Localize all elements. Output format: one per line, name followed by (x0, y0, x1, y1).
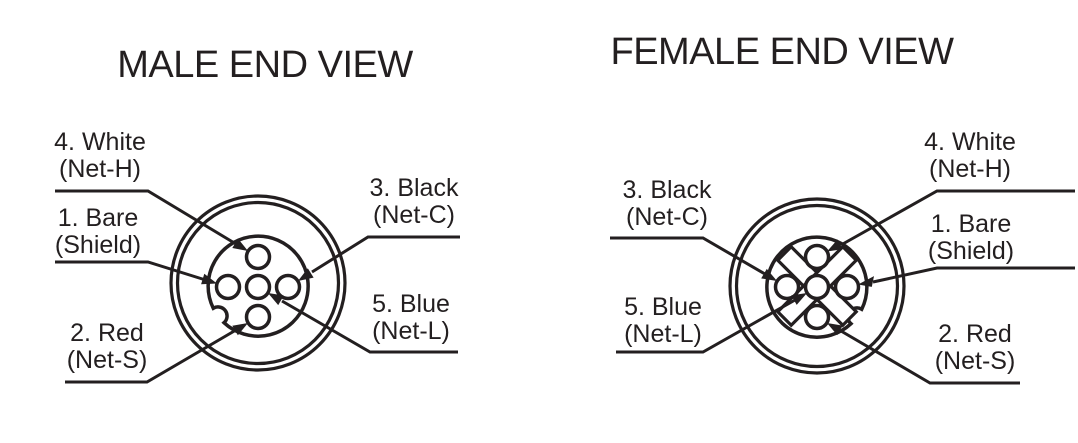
female-pin1-right (833, 273, 861, 301)
pin-label-line: 3. Black (622, 176, 712, 204)
female-pin5-label: 5. Blue (Net-L) (624, 294, 702, 348)
female-view-title: FEMALE END VIEW (610, 31, 955, 73)
male-leader-pin3 (298, 235, 460, 281)
male-pin3-label: 3. Black (Net-C) (370, 175, 459, 229)
female-pin4-label: 4. White (Net-H) (924, 129, 1016, 183)
arrowhead (268, 293, 284, 306)
male-pin5-label: 5. Blue (Net-L) (372, 291, 450, 345)
female-pin3-left (773, 273, 801, 301)
pin-label-line: 4. White (54, 128, 146, 156)
male-pin2-bottom (244, 303, 272, 331)
female-leader-pin1 (858, 266, 1075, 287)
pin-label-line: 3. Black (369, 174, 459, 202)
pin-net-line: (Net-L) (624, 320, 702, 348)
male-view-title: MALE END VIEW (117, 44, 413, 86)
arrowhead (298, 268, 314, 281)
female-pin1-label: 1. Bare (Shield) (928, 211, 1014, 265)
female-pin2-bottom (803, 303, 831, 331)
female-pin3-label: 3. Black (Net-C) (623, 177, 712, 231)
pin-net-line: (Net-H) (59, 155, 141, 183)
male-pin3-right (274, 273, 302, 301)
pin-net-line: (Net-C) (626, 203, 708, 231)
female-leader-pin4 (827, 189, 1075, 252)
pin-net-line: (Net-S) (934, 347, 1016, 375)
arrowhead (232, 323, 248, 336)
male-pin1-left (214, 273, 242, 301)
pin-label-line: 5. Blue (624, 293, 702, 321)
arrowhead (827, 323, 843, 336)
male-leader-pin2 (65, 323, 248, 384)
pin-net-line: (Net-H) (929, 155, 1011, 183)
arrowhead (201, 273, 217, 285)
male-leader-pin5 (268, 293, 458, 354)
pin-net-line: (Shield) (54, 231, 142, 259)
female-pin5-center (803, 273, 831, 301)
pin-label-line: 2. Red (70, 319, 144, 347)
male-pin4-top (244, 243, 272, 271)
male-connector (169, 194, 347, 372)
pin-label-line: 4. White (924, 128, 1016, 156)
female-connector (728, 197, 906, 375)
male-pin1-label: 1. Bare (Shield) (55, 205, 141, 259)
female-pin2-label: 2. Red (Net-S) (935, 321, 1016, 375)
female-leader-pin3 (610, 236, 777, 281)
male-leader-pin1 (55, 260, 217, 285)
arrowhead (827, 239, 843, 252)
pin-net-line: (Net-L) (372, 317, 450, 345)
pin-label-line: 1. Bare (57, 204, 139, 232)
arrowhead (232, 238, 248, 251)
male-leader-pin4 (55, 189, 248, 251)
female-leader-pin2 (827, 323, 1020, 385)
arrowhead (761, 268, 777, 281)
pin-net-line: (Net-C) (373, 201, 455, 229)
pin-label-line: 5. Blue (372, 290, 450, 318)
female-leader-pin5 (616, 293, 807, 354)
pin-net-line: (Shield) (927, 237, 1015, 265)
arrowhead (791, 293, 807, 305)
arrowhead (858, 276, 874, 287)
pin-net-line: (Net-S) (66, 346, 148, 374)
male-pin5-center (244, 273, 272, 301)
pin-label-line: 2. Red (938, 320, 1012, 348)
male-pin4-label: 4. White (Net-H) (54, 129, 146, 183)
male-pin2-label: 2. Red (Net-S) (67, 320, 148, 374)
pin-label-line: 1. Bare (930, 210, 1012, 238)
female-pin4-top (803, 243, 831, 271)
